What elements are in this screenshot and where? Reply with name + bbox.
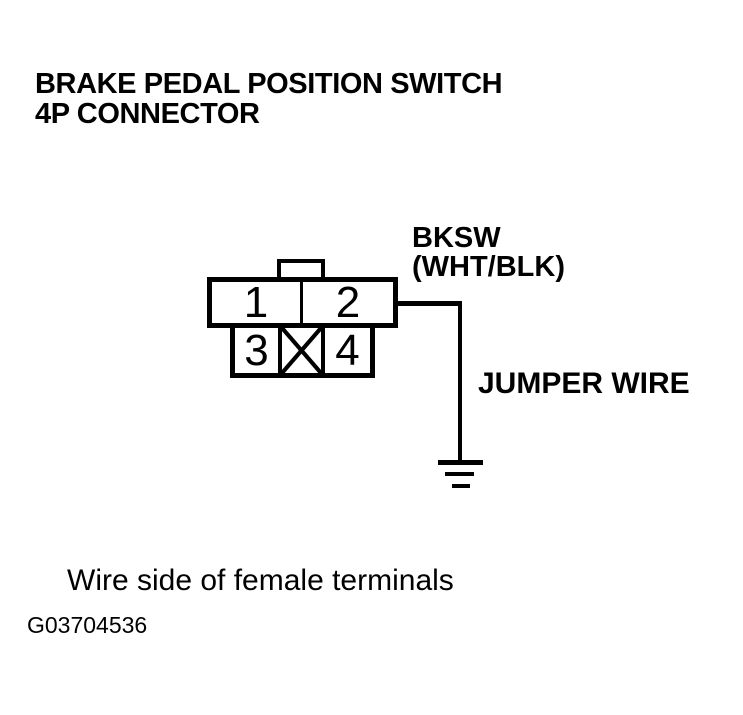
terminal-number-2: 2: [335, 277, 361, 327]
title-line-2: 4P CONNECTOR: [35, 98, 260, 130]
figure-id: G03704536: [27, 612, 148, 638]
terminal-cell-2: 2: [303, 277, 393, 327]
blocked-terminal-cell: [278, 328, 325, 373]
x-mark-icon: [282, 328, 321, 373]
jumper-wire-horizontal-segment: [397, 301, 462, 306]
wire-signal-label: BKSW (WHT/BLK): [412, 224, 565, 282]
ground-symbol-bar-2: [445, 472, 474, 476]
diagram-caption: Wire side of female terminals: [67, 564, 454, 597]
wire-signal-name: BKSW: [412, 222, 501, 254]
terminal-number-3: 3: [244, 325, 269, 375]
connector-key-tab: [277, 259, 325, 281]
terminal-cell-3: 3: [235, 328, 278, 373]
terminal-cell-4: 4: [325, 328, 370, 373]
jumper-wire-label: JUMPER WIRE: [478, 367, 690, 400]
terminal-number-1: 1: [243, 277, 269, 327]
connector-top-row: 1 2: [207, 277, 398, 328]
terminal-number-4: 4: [335, 325, 360, 375]
connector-bottom-row: 3 4: [230, 328, 375, 378]
terminal-cell-1: 1: [212, 277, 303, 327]
ground-symbol-icon: [438, 460, 483, 465]
ground-symbol-bar-3: [452, 484, 470, 488]
jumper-wire-vertical-segment: [458, 301, 462, 463]
title-line-1: BRAKE PEDAL POSITION SWITCH: [35, 68, 503, 100]
diagram-title: BRAKE PEDAL POSITION SWITCH 4P CONNECTOR: [35, 68, 503, 130]
wire-color-code: (WHT/BLK): [412, 251, 566, 283]
